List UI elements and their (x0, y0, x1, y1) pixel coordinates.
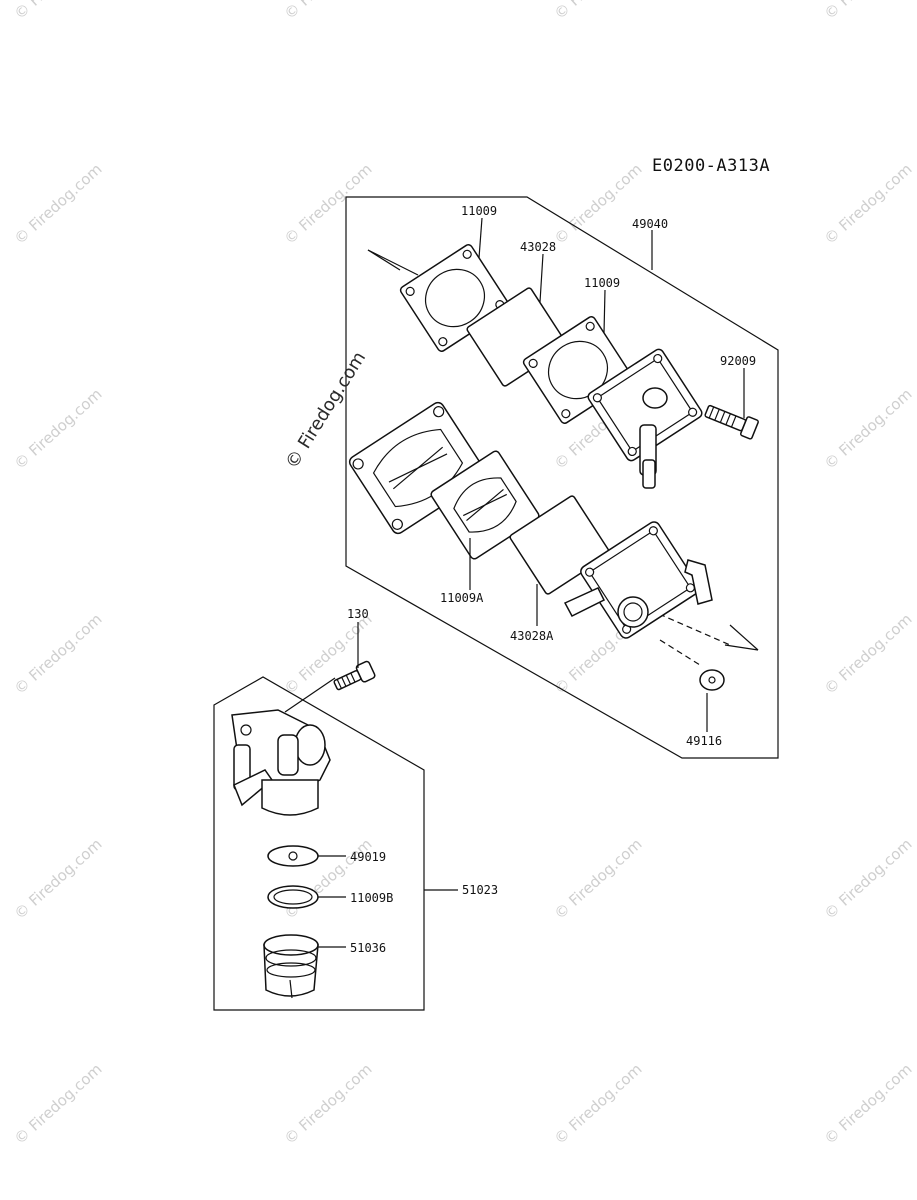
label-49040: 49040 (632, 217, 668, 231)
label-11009A: 11009A (440, 591, 484, 605)
watermark: © Firedog.com (281, 610, 376, 698)
dash-guides (284, 249, 759, 713)
watermark: © Firedog.com (551, 1060, 646, 1148)
strainer-housing (231, 709, 331, 816)
bolt-130 (333, 660, 376, 691)
gasket-11009A (430, 450, 540, 560)
watermark: © Firedog.com (11, 385, 106, 473)
watermark: © Firedog.com (551, 0, 646, 23)
pump-body-lower (563, 521, 713, 639)
watermark: © Firedog.com (11, 610, 106, 698)
label-92009: 92009 (720, 354, 756, 368)
cup-51036 (263, 934, 319, 999)
watermark-grid: © Firedog.com © Firedog.com © Firedog.co… (11, 0, 916, 1148)
washer-49116 (699, 669, 725, 691)
label-11009B: 11009B (350, 891, 393, 905)
oring-11009B (267, 885, 319, 909)
watermark: © Firedog.com (281, 1060, 376, 1148)
label-43028: 43028 (520, 240, 556, 254)
leader-lines (318, 217, 745, 948)
watermark: © Firedog.com (551, 160, 646, 248)
assembly-box-49040 (345, 196, 779, 759)
watermark: © Firedog.com (281, 0, 376, 23)
watermark: © Firedog.com (11, 1060, 106, 1148)
label-49116: 49116 (686, 734, 722, 748)
watermark: © Firedog.com (11, 0, 106, 23)
screen-49019 (267, 845, 319, 867)
label-11009-mid: 11009 (584, 276, 620, 290)
watermark: © Firedog.com (821, 1060, 916, 1148)
watermark: © Firedog.com (821, 610, 916, 698)
bolt-92009 (704, 404, 759, 440)
label-43028A: 43028A (510, 629, 554, 643)
label-49019: 49019 (350, 850, 386, 864)
part-labels: 11009 43028 49040 11009 92009 11009A 430… (347, 204, 756, 955)
watermark: © Firedog.com (821, 0, 916, 23)
watermark: © Firedog.com (11, 835, 106, 923)
watermark: © Firedog.com (551, 835, 646, 923)
watermark: © Firedog.com (11, 160, 106, 248)
watermark: © Firedog.com (821, 160, 916, 248)
watermark: © Firedog.com (821, 385, 916, 473)
label-11009-top: 11009 (461, 204, 497, 218)
label-51036: 51036 (350, 941, 386, 955)
watermark: © Firedog.com (281, 160, 376, 248)
pump-cover-upper (587, 348, 703, 489)
label-51023: 51023 (462, 883, 498, 897)
label-130: 130 (347, 607, 369, 621)
watermark: © Firedog.com (821, 835, 916, 923)
diagram-code: E0200-A313A (652, 156, 770, 176)
